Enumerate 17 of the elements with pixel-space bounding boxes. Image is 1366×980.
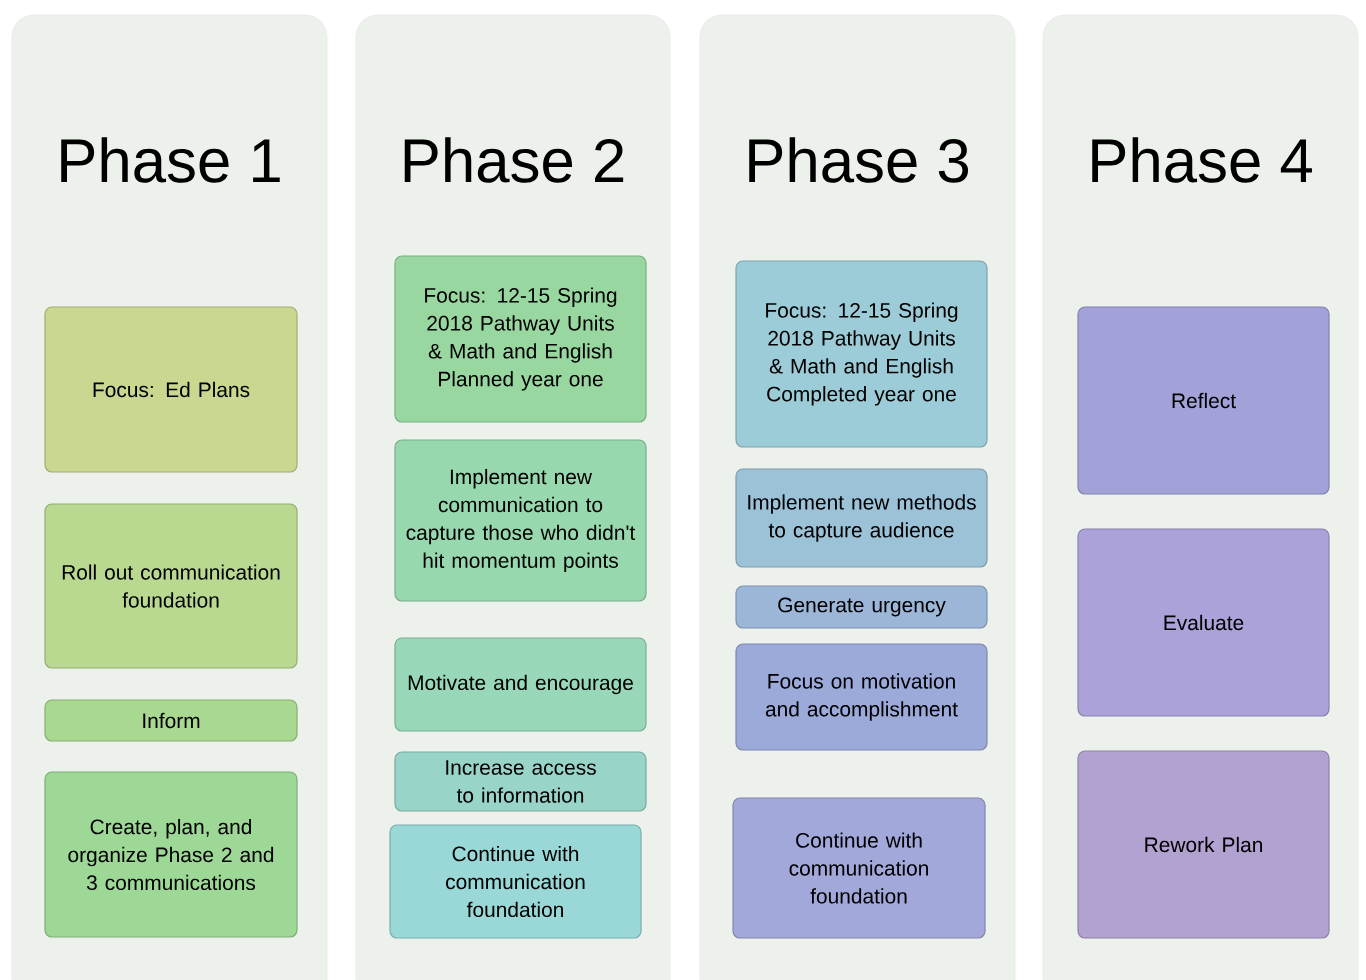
step-box: Focus: 12-15 Spring 2018 Pathway Units & Math and English Planned year one: [394, 255, 647, 423]
step-box: Generate urgency: [735, 585, 988, 629]
step-box: Create, plan, and organize Phase 2 and 3 communications: [44, 771, 298, 938]
step-box: Implement new methods to capture audience: [735, 468, 988, 568]
step-box: Continue with communication foundation: [732, 797, 986, 939]
step-box: Inform: [44, 699, 298, 742]
step-box: Evaluate: [1077, 528, 1330, 717]
step-box: Focus on motivation and accomplishment: [735, 643, 988, 751]
step-box: Reflect: [1077, 306, 1330, 495]
step-box: Focus: Ed Plans: [44, 306, 298, 473]
step-box: Roll out communication foundation: [44, 503, 298, 669]
step-box: Continue with communication foundation: [389, 824, 642, 939]
step-box: Increase access to information: [394, 751, 647, 812]
step-box: Focus: 12-15 Spring 2018 Pathway Units & Math and English Completed year one: [735, 260, 988, 448]
step-box: Implement new communication to capture those who didn't hit momentum points: [394, 439, 647, 602]
step-box: Rework Plan: [1077, 750, 1330, 939]
step-box: Motivate and encourage: [394, 637, 647, 732]
